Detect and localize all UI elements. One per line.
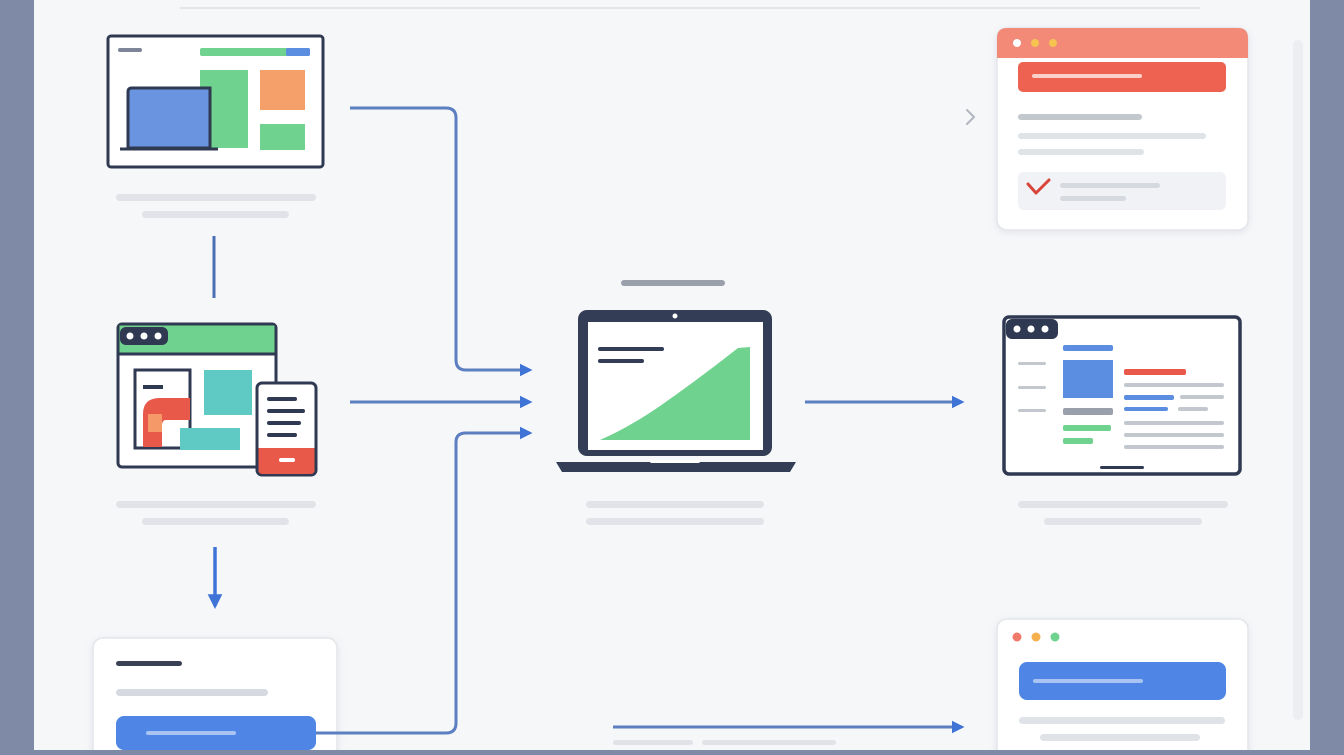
window-dot-minimize <box>1031 39 1039 47</box>
editor-caption-line-1 <box>116 501 316 508</box>
checklist-item <box>1018 172 1226 210</box>
scrollbar-track[interactable] <box>1293 40 1303 720</box>
laptop-title-line <box>621 280 725 286</box>
bottom-caption-line-2 <box>702 740 836 745</box>
central-laptop <box>556 310 796 472</box>
window-dot-minimize <box>1031 632 1041 642</box>
dashboard-caption-line-2 <box>142 211 289 218</box>
dashboard-screen <box>106 34 325 169</box>
laptop-caption-line-2 <box>586 518 764 525</box>
window-dot-maximize <box>1049 39 1057 47</box>
checkmark-icon <box>1026 178 1051 195</box>
bottom-caption-line-1 <box>613 740 693 745</box>
result-laptop <box>1002 315 1242 476</box>
editor-screen-with-phone <box>116 322 318 477</box>
form-button-label-line <box>146 731 236 735</box>
result-caption-line-2 <box>1044 518 1202 525</box>
alert-window <box>996 27 1249 231</box>
window-dot-close <box>1012 632 1022 642</box>
action-button-label-line <box>1033 679 1143 683</box>
arrow-dashboard-to-laptop <box>350 106 533 377</box>
result-caption-line-1 <box>1018 501 1228 508</box>
editor-caption-line-2 <box>142 518 289 525</box>
growth-chart-area <box>600 347 750 440</box>
chevron-right-icon[interactable] <box>965 108 976 126</box>
laptop-caption-line-1 <box>586 501 764 508</box>
webcam-icon <box>672 313 678 319</box>
menu-lines-icon <box>118 48 142 52</box>
window-dot-maximize <box>1050 632 1060 642</box>
arrow-form-to-laptop <box>316 426 533 735</box>
window-dot-close <box>1013 39 1021 47</box>
dashboard-caption-line-1 <box>116 194 316 201</box>
